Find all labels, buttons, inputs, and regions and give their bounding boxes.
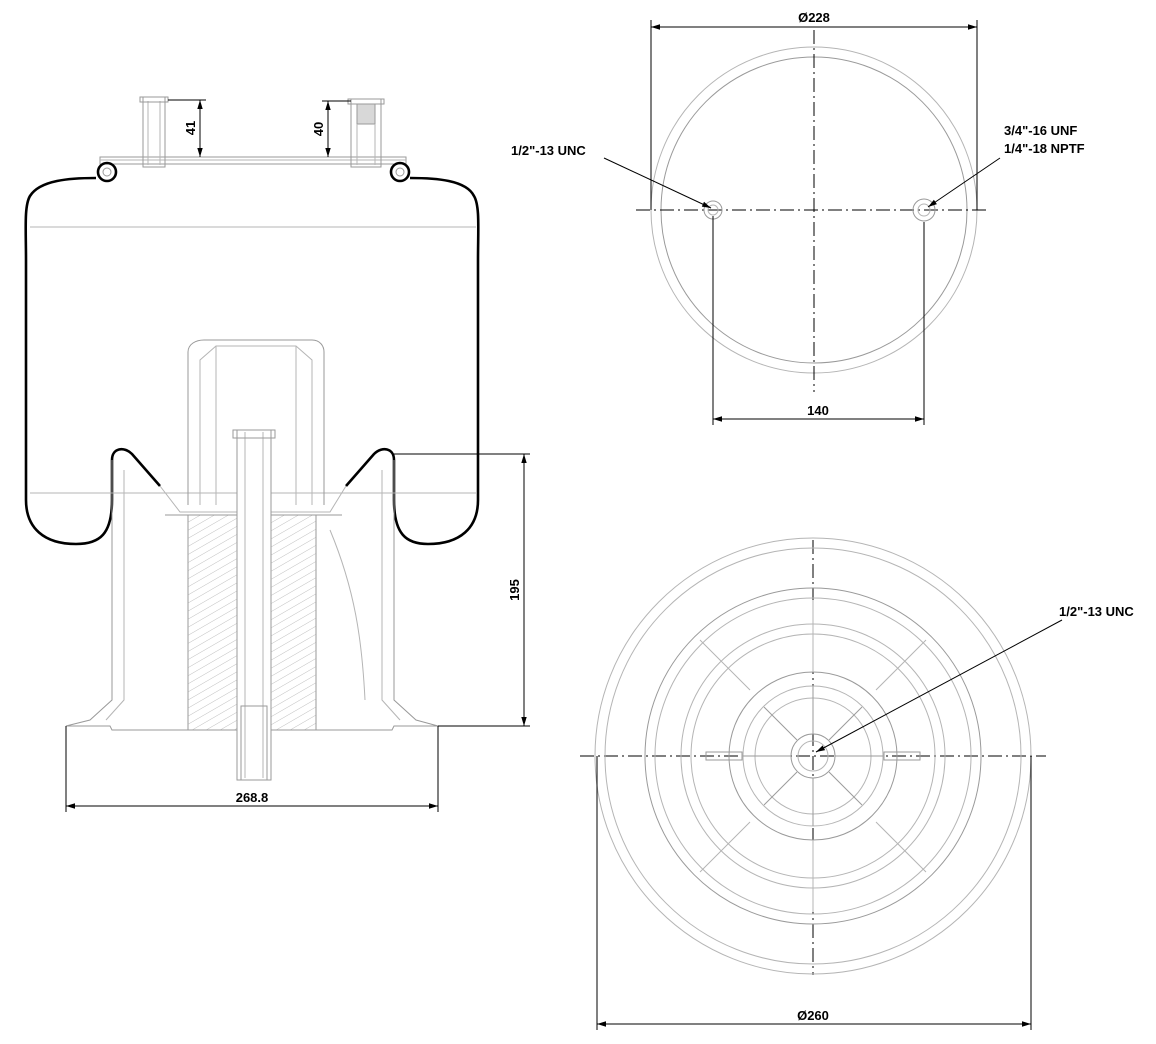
thread-left-label: 1/2"-13 UNC [511,143,586,158]
dim-41: 41 [168,99,206,157]
center-bolt-hole-inner [797,740,829,772]
dim-diameter-260-label: Ø260 [797,1008,829,1023]
piston-rim-inner [654,597,972,915]
leader-right-thread: 3/4"-16 UNF 1/4"-18 NPTF [927,123,1085,208]
dim-40-label: 40 [311,122,326,136]
dim-195-label: 195 [507,579,522,601]
top-bead-plate [96,156,411,183]
piston-ribs [699,600,927,912]
dim-140-label: 140 [807,403,829,418]
dim-diameter-228-label: Ø228 [798,10,830,25]
internal-bumper [187,339,325,505]
piston-outer-circle-2 [604,547,1022,965]
dim-40: 40 [311,100,351,157]
dim-195: 195 [394,453,530,727]
dim-268-8: 268.8 [65,726,439,812]
thread-right-label-2: 1/4"-18 NPTF [1004,141,1085,156]
leader-center-thread: 1/2"-13 UNC [815,604,1134,753]
piston-rim-circle [644,587,982,925]
thread-center-label: 1/2"-13 UNC [1059,604,1134,619]
side-section-view: 41 40 195 268.8 [24,96,530,812]
dim-41-label: 41 [183,121,198,135]
dim-268-8-label: 268.8 [236,790,269,805]
dim-140: 140 [712,216,925,425]
top-plan-view: Ø228 140 1/2"-13 UNC 3/4"-16 UNF 1/4"-18… [511,10,1085,425]
rubber-bellow [24,176,480,546]
dim-diameter-260: Ø260 [596,756,1032,1030]
center-bolt [232,429,276,781]
right-fitting-hole [912,198,936,222]
dim-diameter-228: Ø228 [650,10,978,210]
thread-right-label-1: 3/4"-16 UNF [1004,123,1077,138]
leader-left-thread: 1/2"-13 UNC [511,143,712,209]
bottom-plan-view: Ø260 1/2"-13 UNC [580,537,1134,1030]
